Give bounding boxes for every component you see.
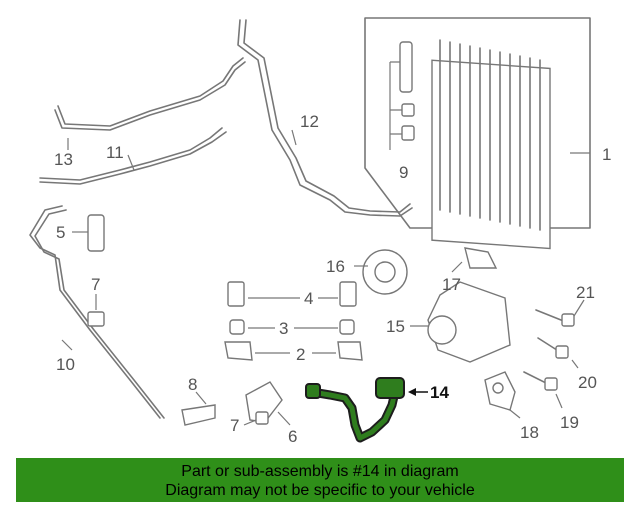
callout-8: 8: [188, 375, 197, 394]
callout-9: 9: [399, 163, 408, 182]
callout-20: 20: [578, 373, 597, 392]
clip-7-top: [87, 311, 105, 327]
callout-14: 14: [430, 383, 449, 402]
bracket-5: [87, 214, 105, 252]
hose-11-13: [39, 57, 246, 185]
brackets-6-7-8: [181, 381, 291, 426]
callout-10: 10: [56, 355, 75, 374]
pipe-10: [29, 205, 165, 419]
callout-11: 11: [106, 143, 124, 162]
callout-6: 6: [288, 427, 297, 446]
callout-5: 5: [56, 223, 65, 242]
banner-line-2: Diagram may not be specific to your vehi…: [165, 482, 475, 499]
part-info-banner: Part or sub-assembly is #14 in diagram D…: [16, 458, 624, 502]
callout-13: 13: [54, 150, 73, 169]
callout-7-top: 7: [91, 275, 100, 294]
highlighted-hose-14: [305, 377, 428, 443]
condenser-group: [364, 17, 591, 250]
callout-3: 3: [279, 319, 288, 338]
callout-19: 19: [560, 413, 579, 432]
callout-18: 18: [520, 423, 539, 442]
bolts-and-mount: [484, 299, 585, 419]
callout-7-bottom: 7: [230, 416, 239, 435]
callout-1: 1: [602, 145, 611, 164]
callout-21: 21: [576, 283, 595, 302]
callout-16: 16: [326, 257, 345, 276]
compressor-group: [354, 247, 511, 363]
banner-line-1: Part or sub-assembly is #14 in diagram: [181, 463, 459, 480]
callout-4: 4: [304, 289, 313, 308]
callout-17: 17: [442, 275, 461, 294]
callout-12: 12: [300, 112, 319, 131]
pipe-12: [237, 19, 413, 217]
brackets-2-3-4: [224, 281, 363, 361]
callout-2: 2: [296, 345, 305, 364]
parts-diagram: 1 9 13 11 12 10 5 7: [29, 17, 611, 446]
callout-15: 15: [386, 317, 405, 336]
